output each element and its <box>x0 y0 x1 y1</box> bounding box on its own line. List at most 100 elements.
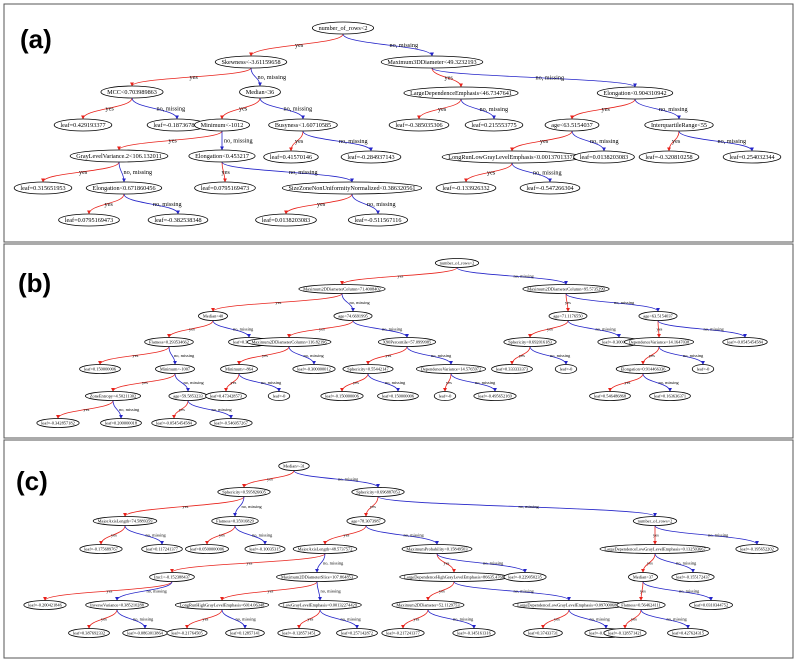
edge-yes <box>185 609 223 629</box>
split-node: LongRunLowGrayLevelEmphasis<0.0013701337… <box>441 150 583 164</box>
edge-no-missing <box>511 162 552 183</box>
node-ellipse <box>351 487 405 497</box>
node-label: Flatness<0.564624111 <box>621 603 661 608</box>
edge-label-no-missing: no, missing <box>184 380 205 386</box>
node-ellipse <box>473 391 517 401</box>
node-label: Flatness<0.35916829 <box>216 519 255 524</box>
split-node: InterquartileRange<55 <box>644 118 714 132</box>
node-ellipse <box>340 150 402 164</box>
edge-label-yes: yes <box>79 169 88 176</box>
edge-no-missing <box>116 609 147 629</box>
edge-label-yes: yes <box>111 532 117 537</box>
edge-no-missing <box>365 525 439 545</box>
leaf-node: leaf=0.163636371 <box>649 391 691 401</box>
edge-label-yes: yes <box>445 74 454 81</box>
edge-no-missing <box>293 470 380 488</box>
leaf-node: leaf=0.427624315 <box>667 628 709 638</box>
node-ellipse <box>85 391 141 401</box>
split-node: age<74.6691995 <box>333 311 373 321</box>
edge-yes <box>237 346 290 365</box>
node-ellipse <box>388 118 450 132</box>
node-ellipse <box>292 544 358 554</box>
edge-label-yes: yes <box>547 326 553 331</box>
edge-no-missing <box>450 373 497 392</box>
node-label: leaf=0.0795169473 <box>65 217 113 224</box>
edge-no-missing <box>319 609 359 629</box>
leaf-node: leaf=0.150000006 <box>377 391 419 401</box>
edge-label-no-missing: no, missing <box>321 588 342 594</box>
edge-label-no-missing: no, missing <box>367 201 396 208</box>
node-ellipse <box>735 544 779 554</box>
edge-label-no-missing: no, missing <box>304 353 325 359</box>
node-ellipse <box>689 600 733 610</box>
split-node: Sphericity<0.696887053 <box>351 487 405 497</box>
split-node: age<78.3073987 <box>346 516 386 526</box>
split-node: Skewness<-3.61159658 <box>214 55 288 69</box>
leaf-node: leaf=-0.145161316 <box>452 628 496 638</box>
node-label: leaf=-0.195652202 <box>740 547 774 552</box>
edge-label-no-missing: no, missing <box>390 42 419 49</box>
edge-label-yes: yes <box>189 326 195 331</box>
leaf-node: leaf=0.0795169473 <box>194 181 256 195</box>
edge-label-no-missing: no, missing <box>212 407 233 413</box>
node-ellipse <box>292 364 336 374</box>
node-label: leaf=0.257142872 <box>341 631 373 636</box>
node-label: Busyness<1.60710585 <box>275 122 331 129</box>
edge-label-no-missing: no, missing <box>338 476 359 482</box>
split-node: Maximum2DDiameterColumn<71.4008402 <box>298 284 386 294</box>
node-label: leaf=0.200000018 <box>105 421 138 426</box>
node-ellipse <box>503 572 547 582</box>
node-label: age<59.5853233 <box>173 394 203 399</box>
edge-no-missing <box>406 346 453 365</box>
edge-yes <box>608 373 644 392</box>
leaf-node: leaf=-0.382538348 <box>147 213 209 227</box>
split-node: age<59.5853233 <box>168 391 208 401</box>
node-label: LargeDependenceLowGrayLevelEmphasis<0.13… <box>604 547 706 552</box>
node-ellipse <box>79 544 123 554</box>
node-label: leaf=-0.10035315 <box>249 547 281 552</box>
node-label: Imc1<-0.152388437 <box>154 575 191 580</box>
split-node: LowGrayLevelEmphasis<0.00132274429 <box>278 600 362 610</box>
node-ellipse <box>244 544 286 554</box>
split-node: Maximum2DDiameter<52.1129753 <box>391 600 465 610</box>
node-ellipse <box>267 391 291 401</box>
leaf-node: leaf=0.0795169473 <box>58 213 120 227</box>
split-node: DependenceVariance<14.5765972 <box>416 364 486 374</box>
leaf-node: leaf=0.0138203083 <box>573 150 635 164</box>
edge-yes <box>510 130 573 152</box>
node-ellipse <box>36 418 80 428</box>
node-ellipse <box>691 364 715 374</box>
node-label: LowGrayLevelEmphasis<0.00132274429 <box>283 603 358 608</box>
node-label: leaf=-0.547266304 <box>526 185 573 192</box>
split-node: MaximumProbability<0.15849503 <box>401 544 473 554</box>
split-node: Minimum<-864 <box>220 364 258 374</box>
edge-no-missing <box>634 98 681 120</box>
node-label: leaf=0.0795169473 <box>201 185 249 192</box>
split-node: age<71.1176550 <box>548 311 588 321</box>
node-ellipse <box>141 544 183 554</box>
node-label: Elongation<0.904310942 <box>603 90 666 97</box>
split-node: LargeDependenceLowGrayLevelEmphasis<0.09… <box>512 600 626 610</box>
node-ellipse <box>53 118 113 132</box>
edge-label-yes: yes <box>203 616 209 621</box>
node-ellipse <box>649 391 691 401</box>
node-label: leaf=-0.0545454584 <box>156 421 193 426</box>
split-node: Imc1<-0.152388437 <box>149 572 195 582</box>
edge-yes <box>117 130 223 151</box>
node-label: leaf=-0.133926332 <box>442 185 489 192</box>
node-ellipse <box>722 337 768 347</box>
node-label: DependenceVariance<14.5765972 <box>421 367 481 372</box>
split-node: Median<36 <box>239 85 281 99</box>
edge-yes <box>667 130 680 152</box>
edge-yes <box>167 320 214 338</box>
edge-label-yes: yes <box>602 106 611 113</box>
split-node: Maximum2DDiameterSlice<107.864853 <box>276 572 358 582</box>
edge-yes <box>570 98 636 120</box>
edge-no-missing <box>657 320 747 338</box>
node-ellipse <box>311 21 375 35</box>
node-label: MaximumProbability<0.15849503 <box>406 547 468 552</box>
edge-no-missing <box>460 98 496 120</box>
node-label: leaf=-0.128571421 <box>608 631 642 636</box>
panel-b-frame <box>3 243 794 439</box>
